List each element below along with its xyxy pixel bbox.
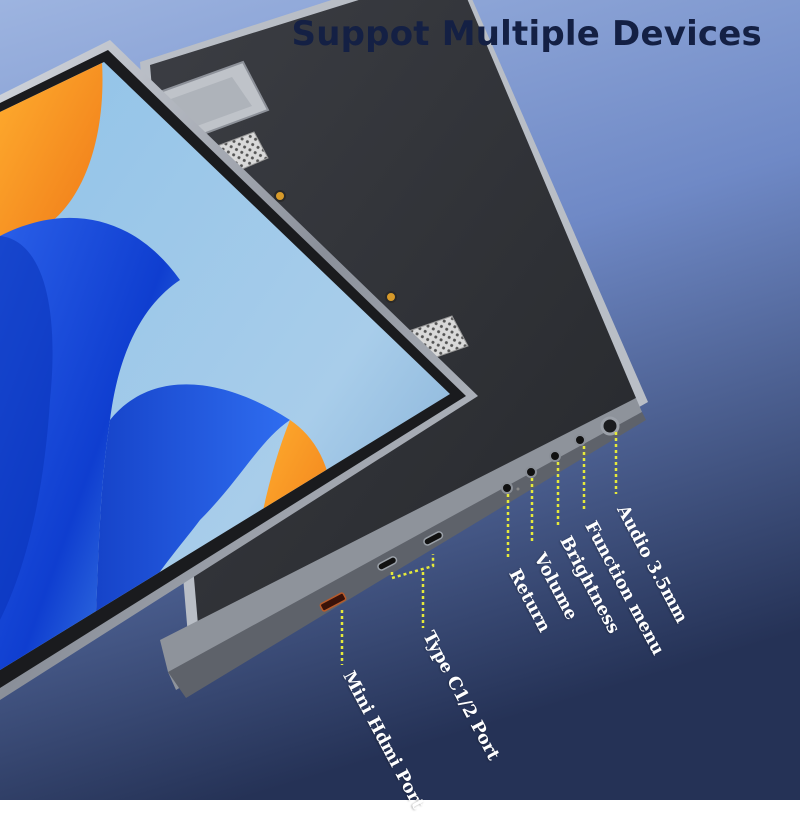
headline: Suppot Multiple Devices [291,14,762,54]
mount-hole-2 [385,291,397,303]
mini-hdmi-port [319,592,347,612]
usb-c-port-2 [423,531,444,546]
button-brightness [549,450,561,462]
usb-c-port-1 [377,556,398,571]
callout-lines [340,432,618,665]
mount-hole-1 [274,190,286,202]
button-volume [525,466,537,478]
callout-type-c [390,554,435,580]
button-function [574,434,586,446]
audio-jack [600,416,620,436]
button-return [501,482,513,494]
